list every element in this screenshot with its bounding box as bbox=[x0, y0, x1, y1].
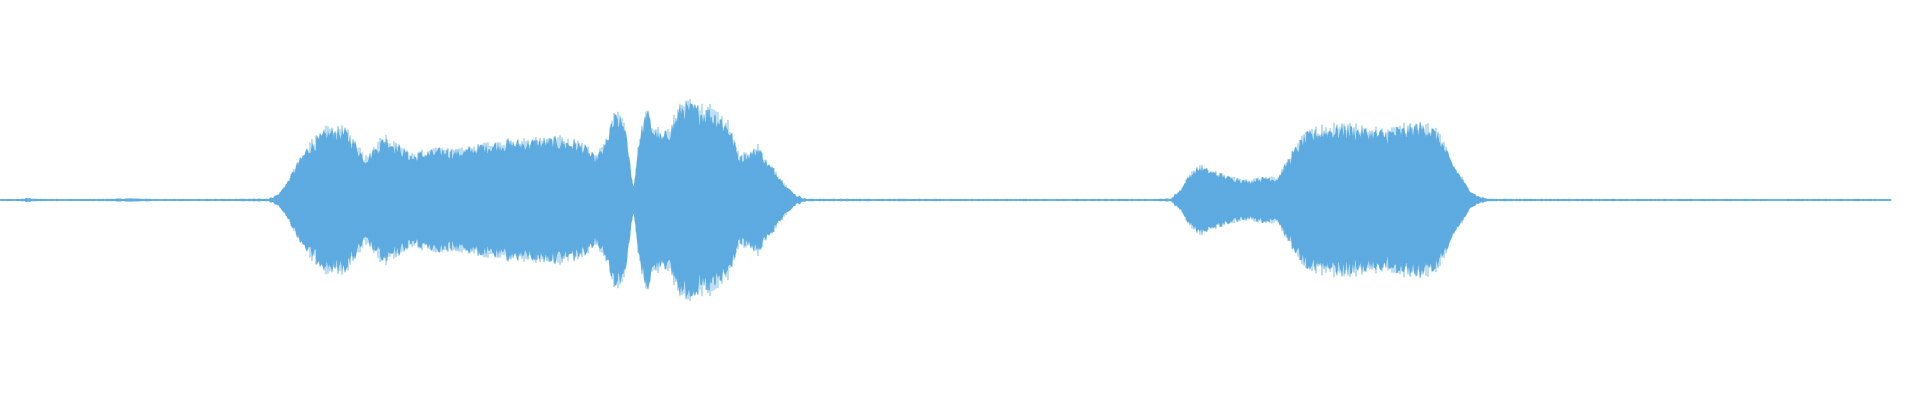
waveform-spikes bbox=[283, 99, 1469, 301]
